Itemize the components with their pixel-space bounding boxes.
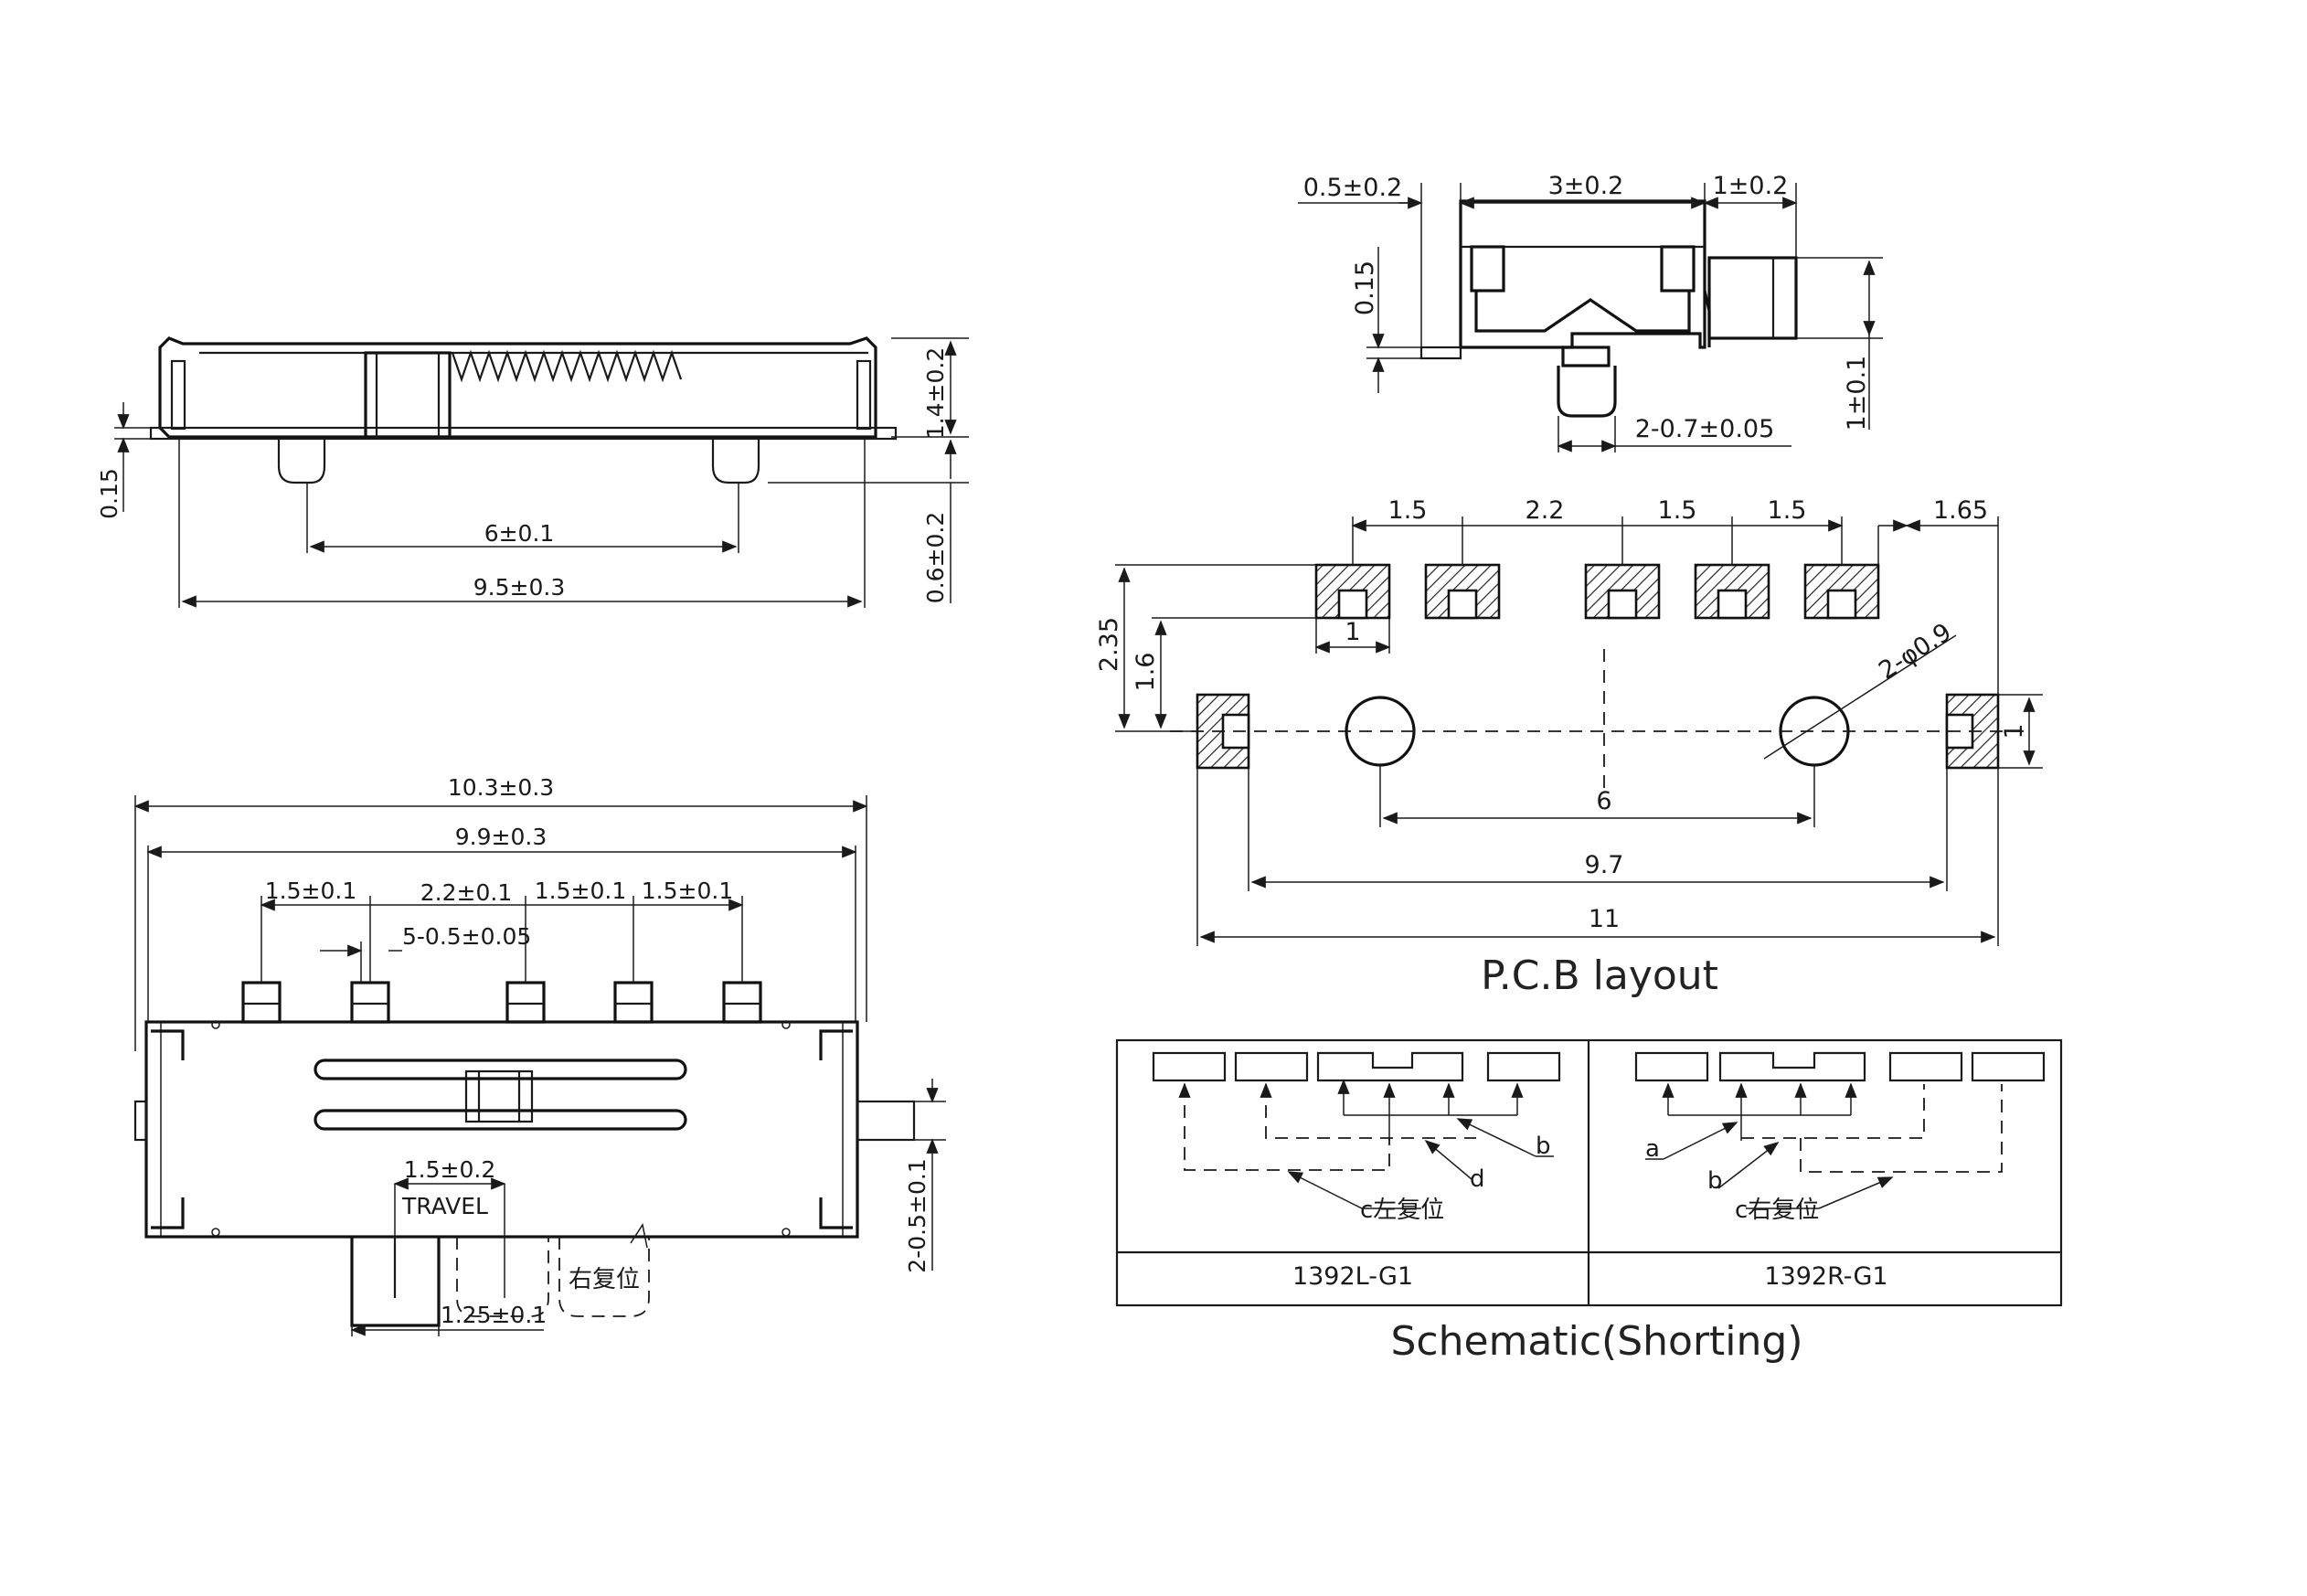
pcb-pitch-2: 2.2 [1526, 496, 1565, 525]
dim-end-flange: 0.15 [1351, 261, 1379, 315]
schematic-right: a b c右复位 1392R-G1 [1634, 1051, 2046, 1291]
schematic-right-model: 1392R-G1 [1764, 1262, 1887, 1291]
pcb-hole-spacing: 6 [1596, 787, 1611, 815]
schematic-title: Schematic(Shorting) [1390, 1318, 1802, 1365]
rack-teeth [451, 349, 683, 383]
pcb-layout: 1.5 2.2 1.5 1.5 1.65 1 2.35 1.6 2-φ0.9 1… [1095, 496, 2043, 999]
travel-label: TRAVEL [401, 1193, 488, 1219]
dim-pitch-3: 1.5±0.1 [535, 878, 626, 904]
pcb-side-pad: 1 [2000, 723, 2028, 739]
end-view: 3±0.2 0.5±0.2 1±0.2 0.15 1±0.1 2-0.7±0.0… [1298, 172, 1883, 452]
dim-pin-width: 5-0.5±0.05 [402, 923, 531, 950]
pcb-edge: 1.65 [1933, 496, 1988, 525]
dim-end-pin-width: 2-0.7±0.05 [1635, 415, 1775, 443]
dim-body-length: 9.5±0.3 [473, 574, 565, 601]
pcb-pitch-4: 1.5 [1768, 496, 1807, 525]
pcb-pitch-1: 1.5 [1388, 496, 1428, 525]
dim-side-pin: 2-0.5±0.1 [904, 1158, 930, 1272]
dim-body-length-top: 9.9±0.3 [455, 824, 547, 850]
dim-end-right-gap: 1±0.2 [1713, 172, 1789, 200]
schematic-label-b-right: b [1707, 1167, 1723, 1195]
dim-pin-spacing: 6±0.1 [484, 520, 555, 547]
schematic-right-reset: c右复位 [1735, 1197, 1819, 1224]
dim-pitch-4: 1.5±0.1 [642, 878, 733, 904]
dim-pitch-1: 1.5±0.1 [265, 878, 356, 904]
pcb-hole: 2-φ0.9 [1874, 618, 1956, 686]
schematic-left-model: 1392L-G1 [1292, 1262, 1413, 1291]
schematic-label-a: a [1645, 1135, 1660, 1163]
schematic-label-b-left: b [1536, 1133, 1551, 1160]
top-view: 右复位 10.3±0.3 9.9±0.3 1.5±0.1 2.2±0.1 1.5… [133, 774, 946, 1336]
pcb-row-offset: 2.35 [1095, 617, 1123, 672]
schematic-left: c左复位 d b 1392L-G1 [1152, 1051, 1561, 1291]
dim-end-width: 3±0.2 [1548, 172, 1624, 200]
dim-pitch-2: 2.2±0.1 [420, 879, 512, 906]
pcb-overall: 11 [1589, 905, 1620, 933]
pcb-title: P.C.B layout [1481, 952, 1718, 999]
schematic-label-d: d [1470, 1165, 1485, 1193]
dim-height-total: 1.4±0.2 [922, 347, 949, 439]
dim-end-knob-height: 1±0.1 [1843, 356, 1871, 431]
dim-pin-height: 0.6±0.2 [922, 512, 949, 603]
dim-end-left-gap: 0.5±0.2 [1303, 174, 1403, 202]
dim-travel: 1.5±0.2 [404, 1156, 495, 1183]
dim-flange: 0.15 [96, 468, 122, 519]
schematic-left-reset: c左复位 [1360, 1197, 1444, 1224]
pcb-pad-width: 1 [1345, 618, 1360, 646]
pcb-pad-offset: 1.6 [1132, 653, 1160, 692]
pcb-pitch-3: 1.5 [1658, 496, 1697, 525]
pcb-side-pad-spacing: 9.7 [1585, 851, 1624, 879]
pcb-top-pads [1314, 563, 1880, 620]
reset-right-label: 右复位 [569, 1266, 640, 1293]
schematic: c左复位 d b 1392L-G1 a b c右复位 139 [1115, 1038, 2063, 1365]
side-view: 6±0.1 9.5±0.3 1.4±0.2 0.6±0.2 0.15 [96, 336, 969, 608]
dim-overall-length: 10.3±0.3 [448, 774, 554, 801]
dim-knob-width: 1.25±0.1 [441, 1302, 547, 1328]
top-pins [241, 981, 762, 1024]
